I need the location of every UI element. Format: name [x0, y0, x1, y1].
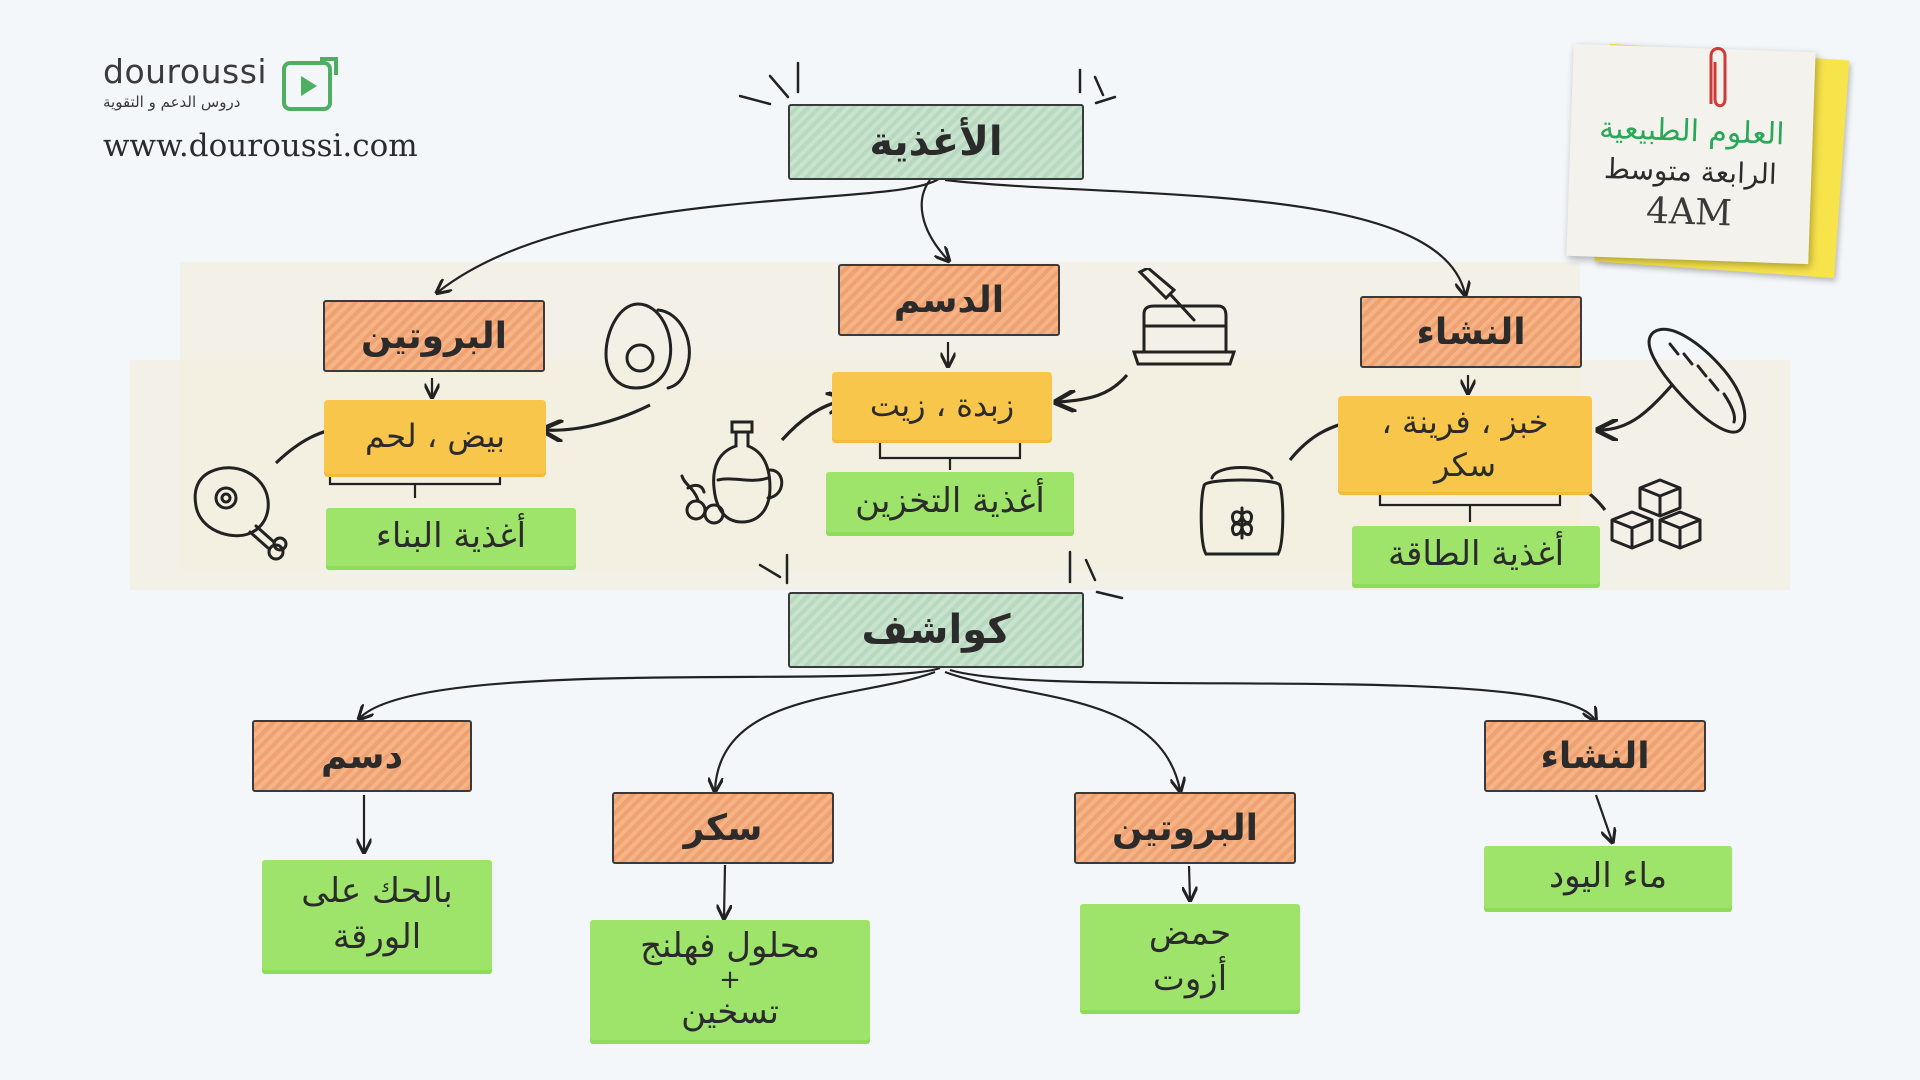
- fats-examples: زبدة ، زيت: [832, 372, 1052, 440]
- detectors-title: كواشف: [861, 607, 1011, 653]
- proteins-examples-text: بيض ، لحم: [364, 417, 506, 456]
- bread-icon: [1647, 327, 1747, 434]
- fats-label: الدسم: [893, 279, 1005, 321]
- detector-sugar-plus: +: [719, 964, 741, 995]
- butter-icon: [1131, 268, 1237, 366]
- foods-title: الأغذية: [869, 119, 1003, 165]
- detector-fat-result-line2: الورقة: [332, 917, 422, 957]
- play-logo-icon: [282, 57, 338, 111]
- brand-url: www.douroussi.com: [103, 128, 418, 164]
- fats-role: أغذية التخزين: [826, 472, 1074, 532]
- detector-sugar-result-line1: محلول فهلنج: [640, 926, 820, 967]
- sugar-cubes-icon: [1610, 478, 1702, 550]
- brand-block: douroussi دروس الدعم و التقوية: [103, 52, 267, 111]
- detector-fat-label: دسم: [320, 735, 404, 777]
- detector-fat-box: دسم: [252, 720, 472, 792]
- detector-protein-box: البروتين: [1074, 792, 1296, 864]
- starch-examples-line2: سكر: [1433, 446, 1497, 484]
- detector-sugar-result-line2: تسخين: [681, 992, 779, 1033]
- meat-icon: [193, 466, 288, 561]
- sticky-note: العلوم الطبيعية الرابعة متوسط 4AM: [1566, 43, 1816, 265]
- starch-role-text: أغذية الطاقة: [1387, 534, 1565, 575]
- proteins-label: البروتين: [361, 315, 507, 357]
- starch-examples-line1: خبز ، فرينة ،: [1381, 402, 1549, 441]
- note-code: 4AM: [1645, 190, 1733, 235]
- starch-box: النشاء: [1360, 296, 1582, 368]
- paperclip-icon: [1709, 47, 1727, 108]
- detector-starch-box: النشاء: [1484, 720, 1706, 792]
- egg-icon: [604, 302, 691, 390]
- detector-starch-result-text: ماء اليود: [1548, 856, 1668, 897]
- note-subject: العلوم الطبيعية: [1598, 110, 1785, 153]
- fats-box: الدسم: [838, 264, 1060, 336]
- starch-examples: خبز ، فرينة ، سكر: [1338, 396, 1592, 492]
- note-level: الرابعة متوسط: [1603, 151, 1778, 191]
- proteins-box: البروتين: [323, 300, 545, 372]
- flour-sack-icon: [1199, 466, 1285, 556]
- starch-label: النشاء: [1416, 311, 1526, 353]
- detector-protein-label: البروتين: [1112, 807, 1258, 849]
- fats-examples-text: زبدة ، زيت: [869, 386, 1015, 425]
- brand-name: douroussi: [103, 52, 268, 91]
- proteins-role-text: أغذية البناء: [375, 516, 527, 557]
- brand-tagline: دروس الدعم و التقوية: [103, 93, 241, 111]
- detector-starch-label: النشاء: [1540, 735, 1650, 777]
- oil-bottle-icon: [680, 420, 784, 525]
- detector-sugar-result: محلول فهلنج + تسخين: [590, 920, 870, 1040]
- detector-sugar-label: سكر: [683, 807, 763, 849]
- detectors-title-box: كواشف: [788, 592, 1084, 668]
- detector-starch-result: ماء اليود: [1484, 846, 1732, 908]
- detector-protein-result-line1: حمض: [1148, 913, 1232, 954]
- foods-title-box: الأغذية: [788, 104, 1084, 180]
- proteins-role: أغذية البناء: [326, 508, 576, 566]
- detector-fat-result-line1: بالحك على: [301, 871, 453, 912]
- detector-protein-result: حمض أزوت: [1080, 904, 1300, 1010]
- starch-role: أغذية الطاقة: [1352, 526, 1600, 584]
- detector-fat-result: بالحك على الورقة: [262, 860, 492, 970]
- detector-protein-result-line2: أزوت: [1152, 959, 1228, 999]
- detector-sugar-box: سكر: [612, 792, 834, 864]
- proteins-examples: بيض ، لحم: [324, 400, 546, 474]
- fats-role-text: أغذية التخزين: [855, 481, 1045, 522]
